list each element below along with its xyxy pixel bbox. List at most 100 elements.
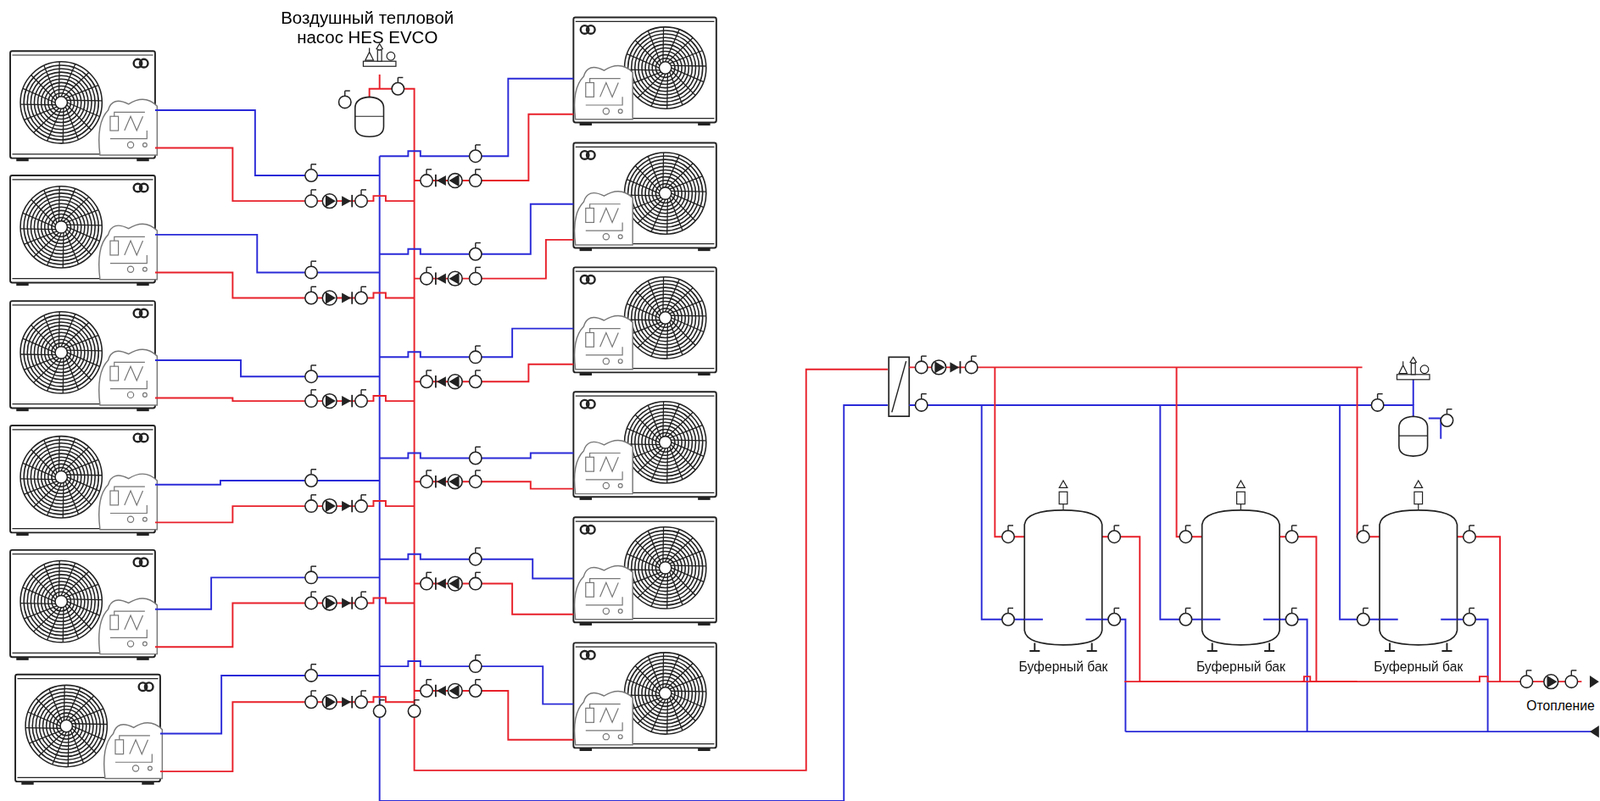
unit-housing	[573, 517, 716, 623]
tank-label: Буферный бак	[1179, 659, 1302, 676]
fan-spoke	[637, 699, 664, 725]
manifold	[1397, 374, 1431, 380]
fan-grille	[38, 453, 85, 501]
valve-body	[355, 291, 368, 304]
fan-spoke	[626, 679, 659, 694]
fan-spoke	[65, 606, 79, 640]
valve-handle	[475, 469, 481, 471]
fan-spoke	[22, 212, 56, 228]
fan-grille	[641, 418, 689, 466]
fan-spoke	[72, 723, 107, 725]
fan-grille	[30, 72, 92, 134]
gauge	[386, 51, 396, 61]
fan-grille	[658, 687, 671, 700]
check-seat	[351, 395, 353, 407]
tank-leg	[1087, 642, 1098, 652]
valve-body	[1285, 613, 1298, 625]
valve-handle	[1363, 524, 1369, 526]
fan-grille	[41, 82, 82, 123]
fan-grille	[648, 301, 682, 335]
valve-handle	[310, 469, 312, 475]
tank-nozzle	[1202, 618, 1221, 621]
fan-spoke	[670, 320, 696, 346]
valve-dot	[618, 484, 623, 489]
unit-foot	[579, 122, 592, 126]
valve-body	[469, 660, 482, 673]
pump-triangle	[1546, 675, 1557, 688]
valve-handle	[475, 679, 481, 681]
valve-handle	[379, 700, 380, 706]
pump-body	[322, 499, 337, 514]
circulation-pump	[447, 173, 463, 189]
fan-grille	[652, 55, 679, 82]
valve-handle	[310, 286, 312, 292]
ball-valve	[355, 495, 368, 513]
refrigerant-lines	[110, 362, 147, 389]
fan-grille	[23, 315, 99, 391]
exchanger-plate	[891, 361, 907, 413]
check-triangle	[341, 597, 352, 608]
fan-spoke	[669, 176, 703, 190]
tank-label: Буферный бак	[1357, 659, 1480, 676]
valve-handle	[311, 260, 317, 262]
unit-housing	[573, 267, 716, 373]
vent-body	[1414, 491, 1423, 504]
pump-body	[322, 194, 337, 209]
fan-spoke	[66, 473, 102, 476]
ball-valve	[420, 169, 433, 187]
ball-valve	[469, 470, 482, 488]
fan-spoke	[22, 462, 56, 478]
ball-valve	[305, 664, 318, 682]
tank-membrane	[1399, 434, 1428, 436]
valve-handle	[474, 655, 476, 661]
fan-spoke	[665, 155, 681, 188]
valve-dot	[127, 391, 134, 398]
fan-grille	[27, 68, 95, 137]
fan-grille	[641, 44, 689, 91]
fan-spoke	[666, 199, 669, 235]
check-valve	[435, 475, 446, 488]
fan-spoke	[669, 322, 683, 356]
fan-spoke	[20, 602, 56, 605]
refrigerant-lines	[110, 111, 147, 139]
valve-body	[469, 577, 482, 590]
ball-valve	[391, 77, 404, 95]
valve-handle	[1363, 607, 1369, 609]
flow-arrow	[1589, 725, 1600, 738]
fan-grille	[33, 325, 89, 380]
fan-grille	[53, 713, 80, 740]
fan-grille	[55, 96, 67, 109]
service-cutaway	[104, 723, 163, 780]
unit-cap	[11, 54, 153, 56]
fan-spoke	[665, 279, 681, 313]
fan-grille	[628, 280, 703, 356]
tank-outline	[1002, 477, 1125, 687]
fan-grille	[23, 440, 99, 515]
fan-spoke	[635, 39, 660, 66]
valve-handle	[1446, 408, 1452, 410]
compressor	[110, 490, 119, 506]
vent-body	[1237, 491, 1246, 504]
valve-handle	[310, 261, 312, 267]
fan-grille	[38, 578, 85, 625]
valve-handle	[1185, 525, 1187, 531]
fan-grille	[44, 335, 79, 369]
compressor	[585, 83, 595, 98]
fan-grille	[635, 537, 697, 599]
valve-dot	[142, 267, 147, 272]
heat-pump-unit	[573, 642, 716, 752]
unit-foot	[579, 496, 592, 501]
fan-spoke	[666, 448, 669, 484]
fan-grille	[38, 78, 85, 126]
unit-return	[379, 78, 575, 157]
fan-grille	[628, 156, 703, 231]
check-triangle	[949, 362, 959, 373]
circulation-pump	[931, 360, 947, 375]
fan-spoke	[52, 732, 67, 765]
fan-grille	[652, 305, 679, 332]
compressor	[110, 366, 119, 381]
check-valve	[341, 596, 352, 609]
fan-grille	[55, 221, 67, 234]
ball-valve	[420, 470, 433, 488]
unit-housing	[573, 391, 716, 497]
